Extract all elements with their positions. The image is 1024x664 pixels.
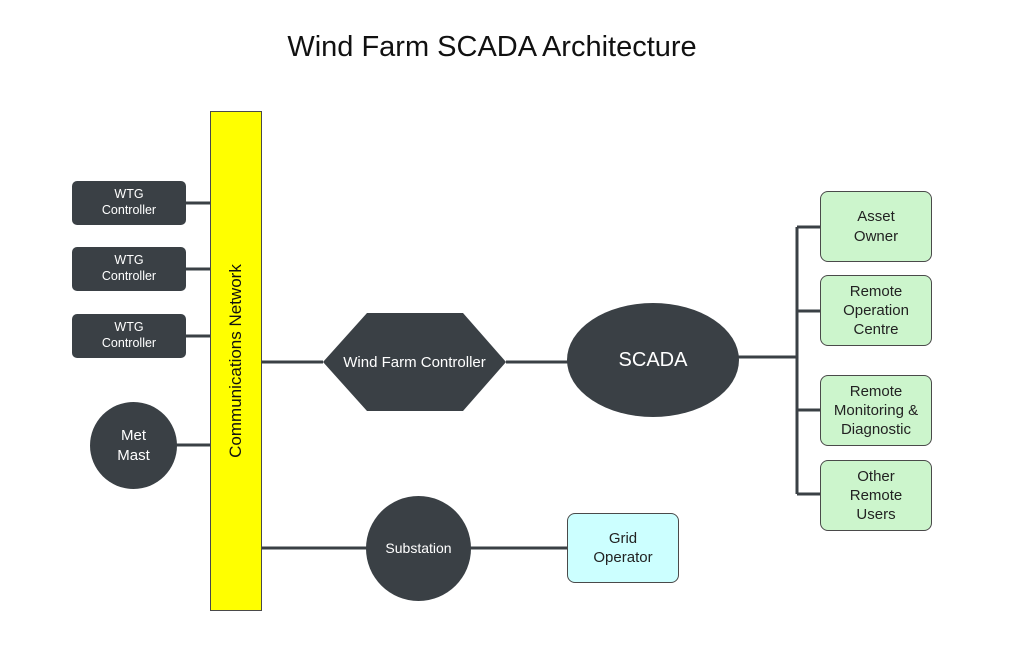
substation-node: Substation [366, 496, 471, 601]
grid-operator-box: Grid Operator [567, 513, 679, 583]
other-remote-users-box: Other Remote Users [820, 460, 932, 531]
scada-shape [567, 303, 739, 417]
diagram-title: Wind Farm SCADA Architecture [287, 31, 697, 63]
scada-label: SCADA [618, 348, 688, 371]
grid-operator-label: Grid Operator [593, 529, 653, 566]
remote-operation-centre-box: Remote Operation Centre [820, 275, 932, 346]
asset-owner-label: Asset Owner [853, 208, 899, 245]
met-mast-label: Met Mast [117, 427, 150, 464]
remote-monitoring-box: Remote Monitoring & Diagnostic [820, 375, 932, 446]
wind-farm-controller-label: Wind Farm Controller [343, 353, 486, 371]
wtg-controller-1: WTG Controller [72, 181, 186, 225]
communications-network-label: Communications Network [226, 264, 245, 458]
wtg-controller-2: WTG Controller [72, 247, 186, 291]
other-remote-users-label: Other Remote Users [849, 467, 903, 524]
asset-owner-box: Asset Owner [820, 191, 932, 262]
wtg-controller-2-label: WTG Controller [101, 253, 157, 283]
wtg-controller-3-label: WTG Controller [101, 320, 157, 350]
remote-operation-centre-label: Remote Operation Centre [843, 282, 909, 339]
substation-label: Substation [385, 539, 452, 556]
wtg-controller-1-label: WTG Controller [101, 187, 157, 217]
communications-network-bar [210, 111, 262, 611]
remote-monitoring-label: Remote Monitoring & Diagnostic [833, 382, 919, 439]
wtg-controller-3: WTG Controller [72, 314, 186, 358]
wind-farm-controller-shape [323, 313, 506, 411]
met-mast-node: Met Mast [90, 402, 177, 489]
